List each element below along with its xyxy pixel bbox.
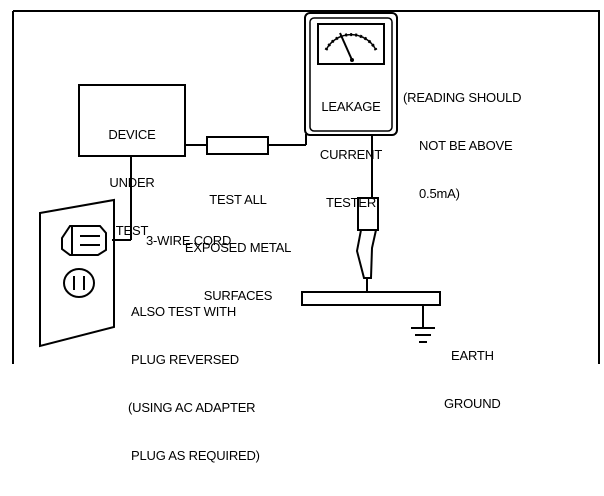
- test-surfaces-note: TEST ALL EXPOSED METAL SURFACES: [176, 160, 300, 336]
- device-label-line2: UNDER: [109, 175, 155, 190]
- wall-outlet-icon: [39, 198, 115, 348]
- diagram-drawing: [12, 10, 600, 364]
- device-label-line3: TEST: [115, 223, 149, 238]
- tester-label-line3: TESTER: [325, 195, 377, 210]
- reverse-note-line1: ALSO TEST WITH: [131, 304, 237, 319]
- test-note-line1: TEST ALL: [209, 192, 267, 207]
- reading-note-line3: 0.5mA): [419, 186, 460, 201]
- ground-label-line1: EARTH: [451, 348, 494, 363]
- test-note-line3: SURFACES: [203, 288, 273, 303]
- earth-ground-label: EARTH GROUND: [444, 316, 501, 444]
- frame: [12, 10, 600, 364]
- device-label-line1: DEVICE: [108, 127, 156, 142]
- earth-ground-icon: [301, 291, 441, 343]
- reverse-note-line2: PLUG REVERSED: [131, 352, 239, 367]
- test-note-line2: EXPOSED METAL: [184, 240, 292, 255]
- reading-note-line2: NOT BE ABOVE: [419, 138, 513, 153]
- tester-label-line1: LEAKAGE: [321, 99, 381, 114]
- cord-label: 3-WIRE CORD: [146, 233, 232, 248]
- reading-note: (READING SHOULD NOT BE ABOVE 0.5mA): [403, 58, 522, 234]
- leakage-test-diagram: DEVICE UNDER TEST LEAKAGE CURRENT TESTER…: [12, 10, 600, 463]
- reverse-plug-note: ALSO TEST WITH PLUG REVERSED (USING AC A…: [128, 272, 260, 496]
- ground-label-line2: GROUND: [444, 396, 501, 411]
- reading-note-line1: (READING SHOULD: [403, 90, 522, 105]
- reverse-note-line4: PLUG AS REQUIRED): [131, 448, 260, 463]
- leakage-tester-label: LEAKAGE CURRENT TESTER: [310, 67, 392, 243]
- leakage-tester: [304, 12, 398, 136]
- probe-icon: [355, 197, 379, 292]
- meter-gauge-icon: [317, 23, 385, 65]
- tester-label-line2: CURRENT: [319, 147, 383, 162]
- reverse-note-line3: (USING AC ADAPTER: [128, 400, 256, 415]
- test-leads: [112, 134, 373, 241]
- device-under-test-label: DEVICE UNDER TEST: [79, 95, 185, 271]
